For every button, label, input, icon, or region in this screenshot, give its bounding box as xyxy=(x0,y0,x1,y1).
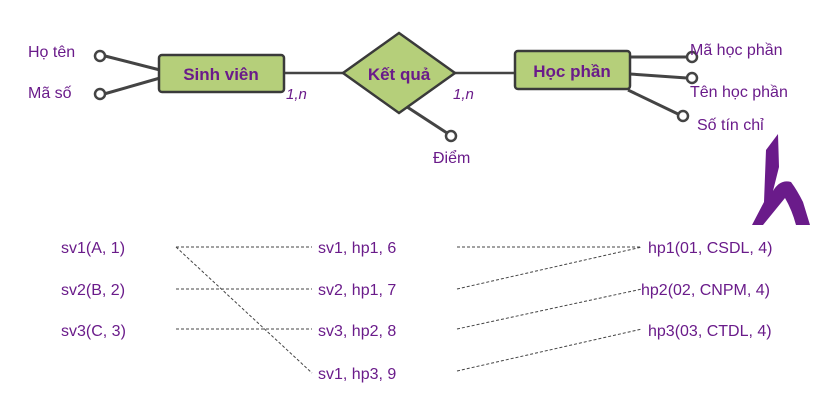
cardinality-left: 1,n xyxy=(286,86,307,103)
attr-student-id: Mã số xyxy=(28,85,72,102)
course-instance: hp1(01, CSDL, 4) xyxy=(648,240,773,257)
score-connector xyxy=(400,101,448,135)
course-name-connector xyxy=(629,72,688,80)
student-instance: sv1(A, 1) xyxy=(61,240,125,257)
map-sv1-r4 xyxy=(175,246,313,374)
attr-course-id: Mã học phần xyxy=(690,42,783,59)
map-r4-hp3 xyxy=(456,328,643,372)
attr-student-name: Họ tên xyxy=(28,44,75,61)
course-name-endpoint xyxy=(685,71,699,85)
score-endpoint xyxy=(444,129,458,143)
result-instance: sv3, hp2, 8 xyxy=(318,323,396,340)
attr-score: Điểm xyxy=(433,149,470,167)
entity-course-label: Học phần xyxy=(533,62,610,81)
student-instance: sv2(B, 2) xyxy=(61,282,125,299)
h-logo-icon xyxy=(752,134,810,225)
result-instance: sv1, hp1, 6 xyxy=(318,240,396,257)
attr-course-credits: Số tín chỉ xyxy=(697,117,764,134)
student-id-connector xyxy=(103,76,161,96)
student-name-endpoint xyxy=(93,49,107,63)
result-instance: sv2, hp1, 7 xyxy=(318,282,396,299)
entity-course xyxy=(513,49,632,91)
relationship-diamond xyxy=(340,31,458,115)
mapping-lines xyxy=(175,246,643,374)
entity-student-label: Sinh viên xyxy=(183,65,259,84)
entity-student xyxy=(157,53,286,94)
student-name-connector xyxy=(104,54,161,72)
map-r3-hp2 xyxy=(456,288,643,330)
attr-course-name: Tên học phần xyxy=(690,84,788,101)
course-instance: hp3(03, CTDL, 4) xyxy=(648,323,772,340)
course-credits-endpoint xyxy=(676,109,690,123)
cardinality-right: 1,n xyxy=(453,86,474,103)
course-id-endpoint xyxy=(685,50,699,64)
result-instance: sv1, hp3, 9 xyxy=(318,366,396,383)
student-instance: sv3(C, 3) xyxy=(61,323,126,340)
map-r2-hp1 xyxy=(456,246,643,290)
course-credits-connector xyxy=(627,88,679,116)
relationship-label: Kết quả xyxy=(368,65,431,84)
course-instance: hp2(02, CNPM, 4) xyxy=(641,282,770,299)
student-id-endpoint xyxy=(93,87,107,101)
